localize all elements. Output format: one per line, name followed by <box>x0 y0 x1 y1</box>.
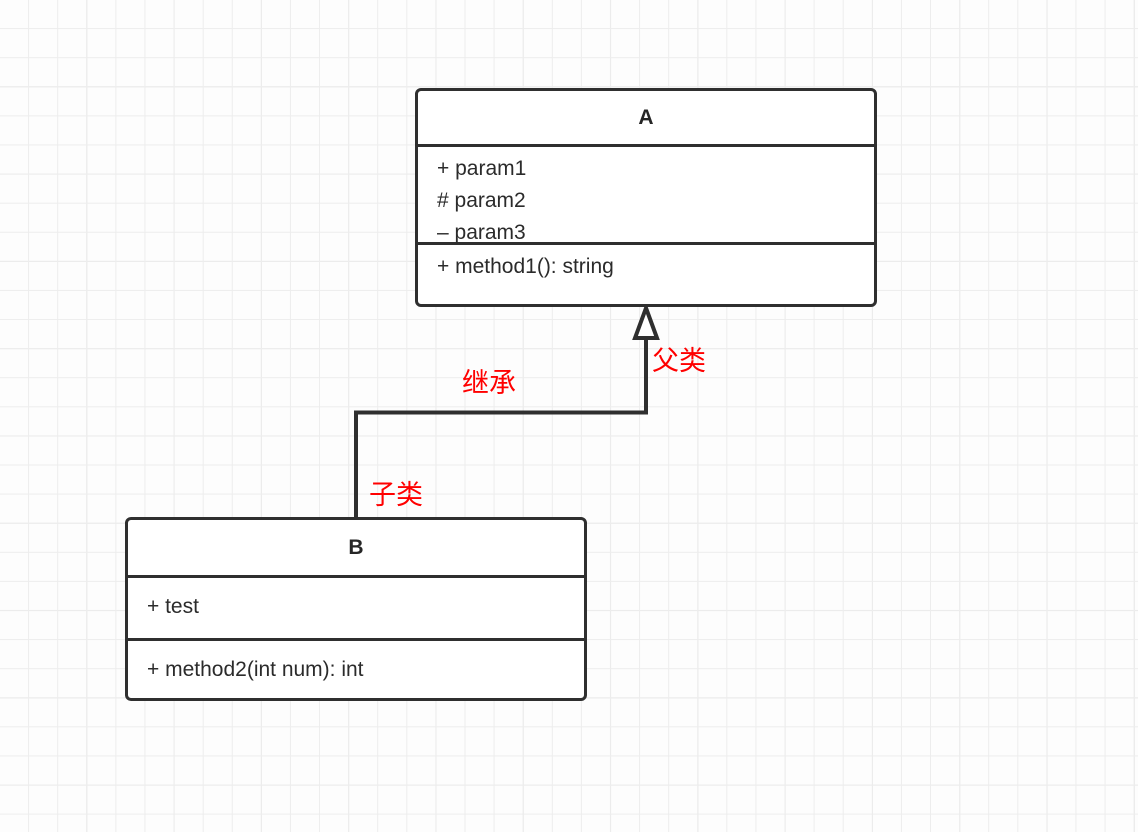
hollow-triangle-arrowhead <box>632 302 660 340</box>
annotation-inheritance: 继承 <box>462 368 516 399</box>
class-a-attribute: # param2 <box>437 189 526 212</box>
class-a-attribute: + param1 <box>437 157 527 180</box>
class-b-operation: + method2(int num): int <box>147 658 364 681</box>
class-a-operations: + method1(): string <box>418 245 874 304</box>
class-b-attribute: + test <box>147 595 199 618</box>
class-a-title: A <box>418 91 874 147</box>
class-b-attributes: + test <box>128 578 584 641</box>
class-a-attributes: + param1 # param2 – param3 <box>418 147 874 245</box>
class-a-attribute: – param3 <box>437 221 526 244</box>
uml-class-b[interactable]: B + test + method2(int num): int <box>125 517 587 701</box>
annotation-parent-class: 父类 <box>652 346 706 377</box>
class-b-operations: + method2(int num): int <box>128 641 584 698</box>
uml-class-a[interactable]: A + param1 # param2 – param3 + method1()… <box>415 88 877 307</box>
class-b-title: B <box>128 520 584 578</box>
class-a-operation: + method1(): string <box>437 255 614 278</box>
annotation-child-class: 子类 <box>369 480 423 511</box>
